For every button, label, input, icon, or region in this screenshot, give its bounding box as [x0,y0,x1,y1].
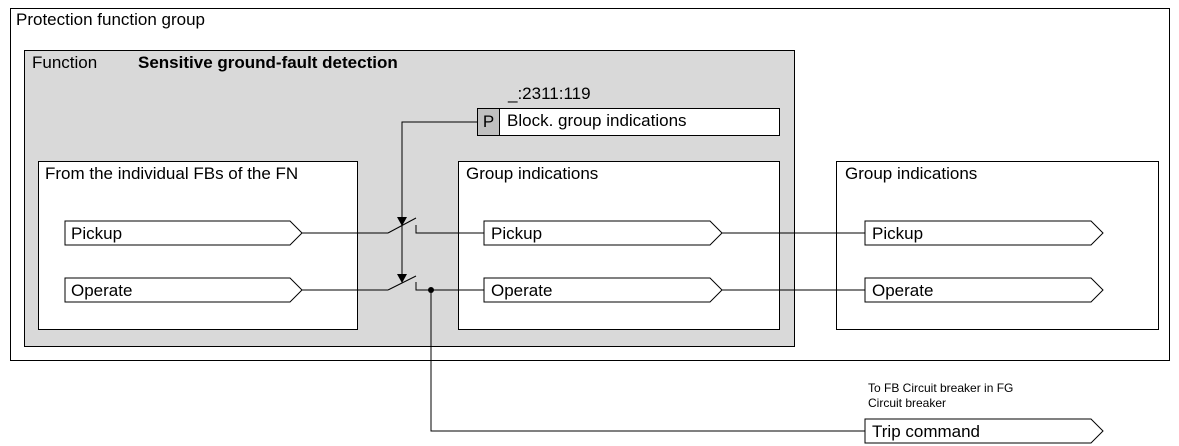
source-pickup-label: Pickup [71,224,122,243]
fn-gi-pickup-label: Pickup [491,224,542,243]
pickup-wire-out [415,225,484,234]
operate-control-arrowhead [397,274,407,283]
operate-wire-out [415,282,484,291]
fg-group-indications-title: Group indications [845,164,978,183]
source-box-title: From the individual FBs of the FN [45,164,299,183]
protection-function-group-label: Protection function group [16,10,206,29]
source-operate-label: Operate [71,281,132,300]
parameter-box [477,108,780,136]
parameter-label: Block. group indications [507,111,687,130]
fg-gi-pickup-label: Pickup [872,224,923,243]
parameter-badge: P [477,108,500,136]
fn-gi-operate-signal [483,277,723,303]
function-prefix-label: Function [32,53,98,72]
trip-branch-wire [430,290,865,432]
source-operate-signal [64,277,303,303]
trip-note-line1: To FB Circuit breaker in FG [868,381,1014,395]
parameter-badge-text: P [482,112,495,131]
fg-gi-operate-label: Operate [872,281,933,300]
parameter-control-wire [401,121,477,221]
protection-function-group-box [10,8,1170,361]
fg-gi-pickup-signal [864,220,1104,246]
pickup-control-arrowhead [397,217,407,226]
fg-gi-operate-signal [864,277,1104,303]
source-pickup-signal [64,220,303,246]
trip-junction-dot [428,287,434,293]
trip-command-label: Trip command [872,422,980,441]
trip-note-line2: Circuit breaker [868,396,947,410]
function-group-indications-title: Group indications [466,164,599,183]
parameter-address: _:2311:119 [508,84,591,103]
fn-gi-pickup-signal [483,220,723,246]
trip-command-signal [864,418,1104,444]
fn-gi-operate-label: Operate [491,281,552,300]
function-name-label: Sensitive ground-fault detection [138,53,398,72]
